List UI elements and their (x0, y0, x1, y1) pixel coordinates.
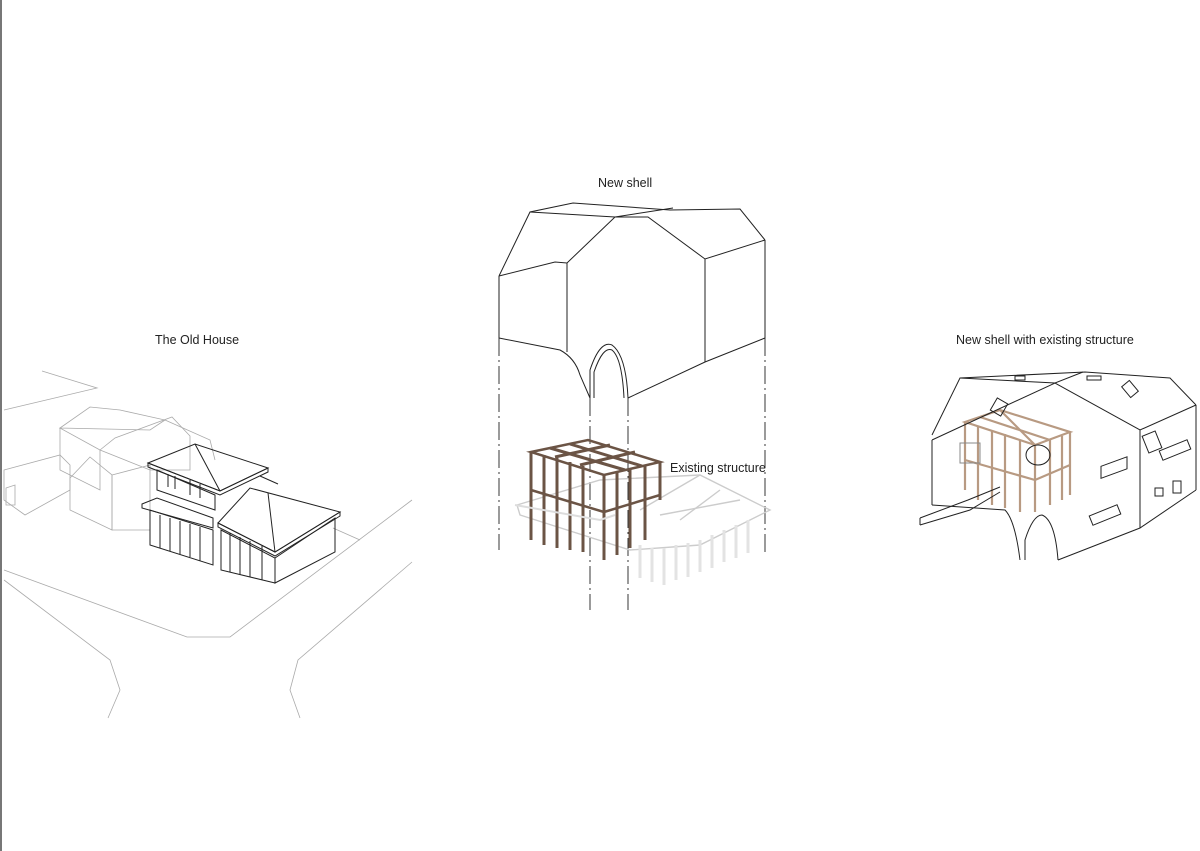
new-shell-drawing (498, 202, 766, 610)
combined-timber (961, 408, 1074, 512)
label-new-shell: New shell (598, 176, 653, 190)
old-house-main (141, 443, 342, 584)
existing-structure-drawing (514, 438, 772, 585)
ghost-deck (514, 504, 616, 522)
alignment-lines (498, 338, 766, 610)
timber-frame (526, 438, 665, 560)
combined-drawing (919, 371, 1197, 561)
label-existing-structure: Existing structure (670, 461, 766, 475)
old-house-drawing (3, 370, 413, 719)
label-old-house: The Old House (155, 333, 240, 347)
page-border (0, 0, 2, 851)
site-context (3, 370, 413, 719)
label-combined: New shell with existing structure (956, 333, 1134, 347)
combined-shell (919, 371, 1197, 561)
